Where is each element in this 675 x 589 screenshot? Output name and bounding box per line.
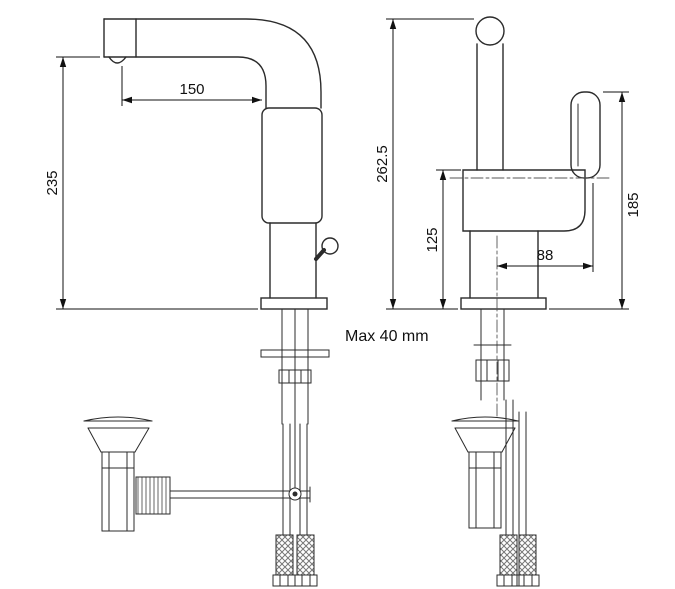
mounting-nut-side [475, 359, 510, 382]
dim-max-40: Max 40 mm [345, 328, 429, 345]
dim-150: 150 [121, 66, 262, 106]
dim-150-label: 150 [179, 81, 204, 98]
base-flange-side [460, 297, 547, 310]
body-side [460, 169, 586, 310]
supply-hose-braid [275, 534, 294, 576]
side-view-drawing [449, 16, 613, 587]
dim-235-label: 235 [44, 170, 61, 195]
hose-nut [496, 574, 520, 587]
handle-side [570, 91, 601, 179]
supply-hose-braid [518, 534, 537, 576]
mounting-side [473, 308, 540, 587]
supply-hose-braid [296, 534, 315, 576]
dim-88: 88 [497, 183, 594, 272]
dim-235: 235 [44, 56, 258, 310]
dim-262-5: 262.5 [374, 18, 474, 310]
spout-side [475, 16, 505, 171]
handle-stem-front [314, 248, 326, 261]
dim-88-label: 88 [537, 247, 554, 264]
dim-185: 185 [549, 91, 642, 310]
dim-185-label: 185 [625, 192, 642, 217]
dimensions: 150 235 262.5 125 88 185 [44, 18, 642, 345]
hose-nut [272, 574, 296, 587]
drain-adjuster-knurl [135, 476, 171, 515]
aerator [108, 56, 127, 64]
mounting-front [260, 308, 330, 587]
hose-nut [294, 574, 318, 587]
body-front [260, 107, 339, 310]
handle-knob-front [321, 237, 339, 255]
dim-262-5-label: 262.5 [374, 145, 391, 183]
base-flange-front [260, 297, 328, 310]
spout-front [103, 18, 322, 109]
drain-assembly-front [83, 416, 311, 532]
hose-nut [516, 574, 540, 587]
dim-125-label: 125 [424, 227, 441, 252]
supply-hose-braid [499, 534, 518, 576]
spout-outlet-side [475, 16, 505, 46]
drain-assembly-side [451, 416, 519, 529]
max-thickness-label: Max 40 mm [345, 328, 429, 345]
dim-125: 125 [424, 169, 461, 309]
front-view-drawing [83, 18, 339, 587]
